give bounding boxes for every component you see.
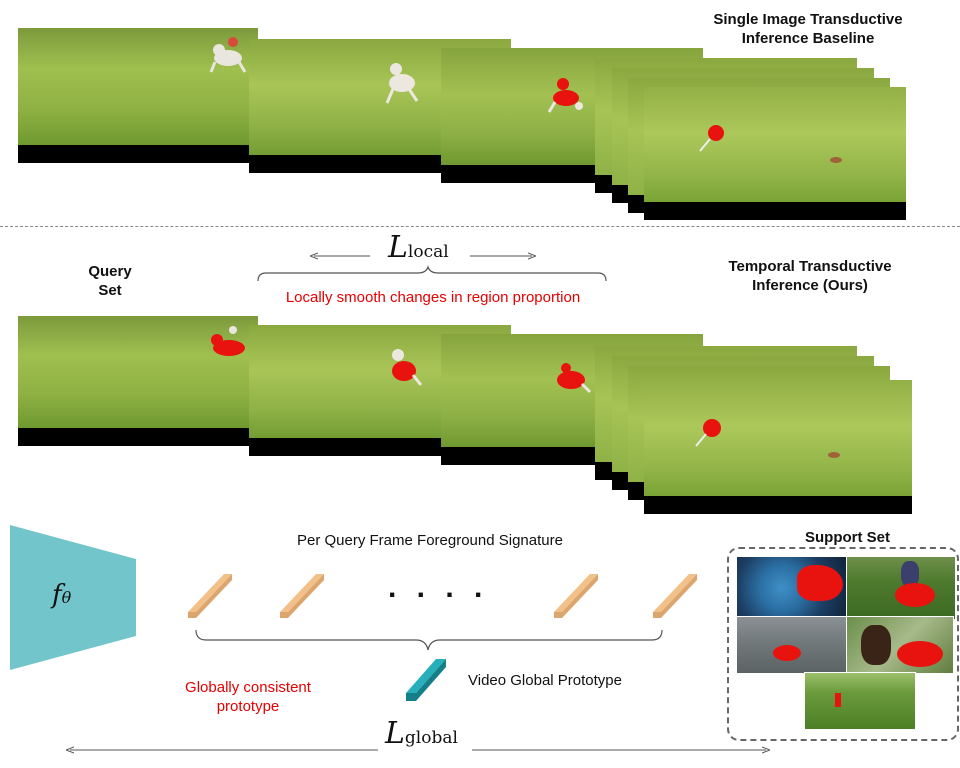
segmented-dog-icon	[547, 78, 583, 113]
baseline-stack-frame-front	[644, 87, 906, 220]
support-set-box	[727, 547, 959, 741]
global-consistency-note: Globally consistent prototype	[185, 679, 311, 715]
signature-caption: Per Query Frame Foreground Signature	[297, 532, 563, 549]
ours-heading: Temporal Transductive Inference (Ours)	[728, 258, 892, 294]
segmented-ball-icon	[695, 419, 721, 447]
ball-icon	[828, 452, 840, 458]
local-loss-bracket	[257, 235, 607, 282]
signature-bracket	[195, 629, 663, 651]
section-divider	[0, 226, 960, 227]
ball-icon	[830, 157, 842, 163]
dog-figure-icon	[385, 63, 419, 104]
query-set-heading: Query Set	[88, 263, 132, 299]
encoder-symbol: fθ	[52, 580, 72, 610]
baseline-frame-1	[18, 28, 258, 163]
segmented-ball-icon	[699, 125, 724, 152]
support-image-5	[804, 672, 916, 730]
segmented-dog-icon	[392, 349, 423, 386]
local-loss-symbol: Llocal	[388, 230, 449, 265]
signature-bar-2	[280, 574, 324, 618]
support-set-heading: Support Set	[805, 529, 890, 546]
baseline-heading: Single Image Transductive Inference Base…	[713, 11, 903, 47]
support-image-3	[736, 616, 848, 674]
frame-signature-bars	[188, 574, 697, 618]
segmented-dog-icon	[211, 326, 245, 356]
global-loss-arrows	[60, 735, 780, 765]
dog-figure-icon	[209, 37, 247, 73]
signature-bar-4	[653, 574, 697, 618]
query-stack-frame-front	[644, 380, 912, 514]
video-prototype-caption: Video Global Prototype	[468, 672, 622, 689]
query-frame-1	[18, 316, 258, 446]
ellipsis-dots: . . . .	[388, 571, 489, 604]
signature-bar-1	[188, 574, 232, 618]
global-loss-symbol: Lglobal	[385, 716, 458, 751]
support-image-4	[846, 616, 954, 674]
support-image-1	[736, 556, 850, 620]
support-image-2	[846, 556, 956, 620]
signature-bar-3	[554, 574, 598, 618]
segmented-dog-icon	[557, 363, 592, 394]
local-smoothness-note: Locally smooth changes in region proport…	[285, 289, 581, 306]
encoder-trapezoid-icon	[10, 525, 136, 670]
global-prototype-icon	[406, 659, 446, 701]
